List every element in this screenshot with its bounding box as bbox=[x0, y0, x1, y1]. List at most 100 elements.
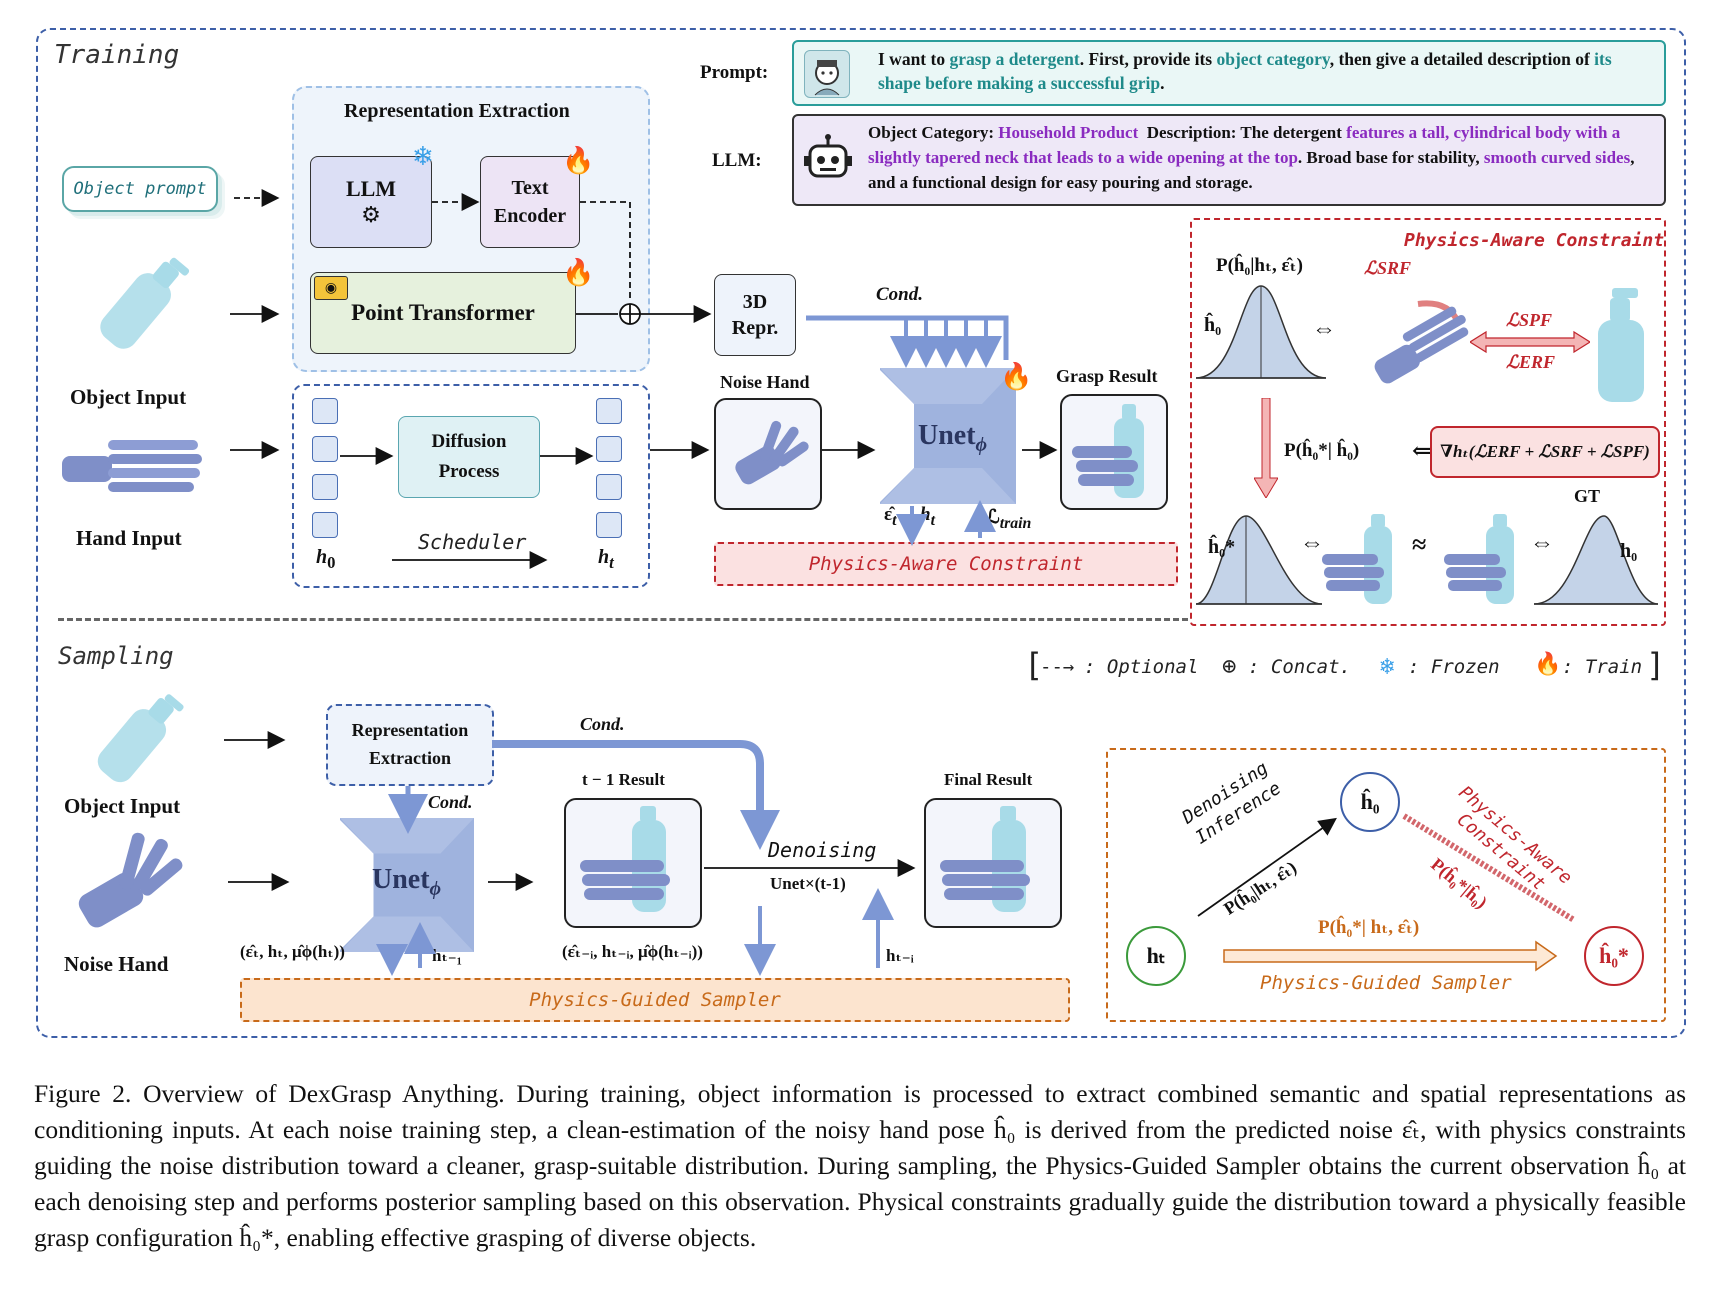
physics-panel-title: Physics-Aware Constraint bbox=[1404, 230, 1665, 251]
gaussian-top bbox=[1196, 285, 1326, 379]
llm-row-label: LLM: bbox=[712, 150, 762, 171]
noise-hand-label: Noise Hand bbox=[720, 372, 810, 392]
equiv-bottom-1: ⇔ bbox=[1300, 530, 1324, 556]
final-result-image bbox=[924, 798, 1062, 928]
llm-box: LLM ⚙ bbox=[310, 156, 432, 248]
sampling-title: Sampling bbox=[58, 642, 174, 670]
noise-hand-image bbox=[714, 398, 822, 510]
connectors bbox=[224, 189, 1576, 976]
sampling-noise-hand-label: Noise Hand bbox=[64, 952, 169, 976]
down-arrow bbox=[1254, 398, 1278, 498]
unet-shape bbox=[880, 368, 1016, 504]
bottle-icon bbox=[97, 694, 184, 783]
tuple-1: (ε̂ₜ, hₜ, μ̂ϕ(hₜ)) bbox=[240, 942, 345, 961]
token bbox=[312, 436, 338, 462]
grasp-result-image bbox=[1060, 394, 1168, 510]
frozen-icon: ❄ bbox=[1380, 652, 1395, 680]
l-spf: ℒSPF bbox=[1506, 310, 1552, 330]
noise-hand-icon bbox=[78, 832, 183, 928]
t1-result-image bbox=[564, 798, 702, 928]
pac-bar: Physics-Aware Constraint bbox=[714, 542, 1178, 586]
prompt-label: Prompt: bbox=[700, 62, 769, 83]
equiv-bottom-2: ⇔ bbox=[1530, 530, 1554, 556]
pgs-label: Physics-Guided Sampler bbox=[1260, 972, 1512, 994]
h0hat-circle: ĥ₀ bbox=[1340, 772, 1400, 832]
h0star-bottom: ĥ₀* bbox=[1208, 536, 1236, 558]
token bbox=[312, 474, 338, 500]
text-encoder-box: Text Encoder bbox=[480, 156, 580, 248]
gt-label: GT bbox=[1574, 486, 1601, 506]
robot-icon bbox=[802, 132, 854, 186]
token bbox=[312, 512, 338, 538]
equiv-top: ⇔ bbox=[1312, 316, 1336, 342]
sampling-object-input-label: Object Input bbox=[64, 794, 181, 818]
hand-icon bbox=[62, 440, 202, 492]
unet-label: Unetϕ bbox=[918, 420, 988, 456]
pgs-bar-label: Physics-Guided Sampler bbox=[529, 989, 781, 1011]
double-arrow bbox=[1470, 330, 1590, 354]
repr-box: 3D Repr. bbox=[714, 274, 796, 356]
fire-icon: 🔥 bbox=[1534, 652, 1562, 677]
sampling-unet-label: Unetϕ bbox=[372, 864, 442, 900]
rep-extraction-title: Representation Extraction bbox=[344, 100, 570, 122]
legend-concat: : Concat. bbox=[1248, 656, 1351, 678]
sampling-cond-top: Cond. bbox=[580, 714, 625, 734]
token bbox=[596, 512, 622, 538]
gradient-box: ∇hₜ(ℒERF + ℒSRF + ℒSPF) bbox=[1430, 426, 1660, 478]
h0star-circle: ĥ₀* bbox=[1584, 926, 1644, 986]
object-prompt-card: Object prompt bbox=[62, 166, 218, 212]
scheduler-label: Scheduler bbox=[418, 530, 527, 554]
gradient-label: ∇hₜ(ℒERF + ℒSRF + ℒSPF) bbox=[1440, 442, 1650, 461]
object-prompt-label: Object prompt bbox=[73, 179, 207, 199]
figure-frame bbox=[36, 28, 1686, 1038]
posterior-mid: P(ĥ₀*| ĥ₀) bbox=[1284, 440, 1360, 461]
approx: ≈ bbox=[1412, 530, 1427, 559]
bottle-icon bbox=[100, 257, 190, 349]
sampling-unet-shape bbox=[340, 818, 474, 952]
llm-response-text: Object Category: Household Product Descr… bbox=[868, 123, 1635, 192]
diffusion-process-box: Diffusion Process bbox=[398, 416, 540, 498]
legend-frozen: : Frozen bbox=[1408, 656, 1500, 678]
grasp-result-label: Grasp Result bbox=[1056, 366, 1158, 386]
l-srf: ℒSRF bbox=[1364, 258, 1411, 278]
pac-bar-label: Physics-Aware Constraint bbox=[808, 553, 1084, 575]
token bbox=[596, 474, 622, 500]
fire-icon: 🔥 bbox=[562, 146, 595, 176]
unet-times-label: Unet×(t-1) bbox=[770, 874, 846, 893]
legend-optional: : Optional bbox=[1084, 656, 1199, 678]
l-erf: ℒERF bbox=[1506, 352, 1555, 372]
token bbox=[596, 398, 622, 424]
grasp-icon bbox=[1322, 514, 1392, 604]
tuple-2: (ε̂ₜ₋ᵢ, hₜ₋ᵢ, μ̂ϕ(hₜ₋ᵢ)) bbox=[562, 942, 703, 961]
prompt-box: I want to grasp a detergent. First, prov… bbox=[792, 40, 1666, 106]
h0-label: h0 bbox=[316, 546, 336, 572]
ht-circle: hₜ bbox=[1126, 926, 1186, 986]
sampler-panel bbox=[1106, 748, 1666, 1022]
figure-caption: Figure 2. Overview of DexGrasp Anything.… bbox=[34, 1079, 1686, 1252]
openai-icon: ⚙ bbox=[361, 202, 381, 227]
concat-icon: ⊕ bbox=[1222, 652, 1237, 680]
hand-input-label: Hand Input bbox=[76, 526, 182, 550]
legend-bracket-left: [ bbox=[1024, 646, 1044, 684]
hand-icon bbox=[1374, 300, 1469, 384]
frozen-icon: ❄ bbox=[412, 142, 434, 172]
sampling-cond-left: Cond. bbox=[428, 792, 473, 812]
training-title: Training bbox=[54, 40, 180, 70]
eye-icon: ◉ bbox=[314, 276, 348, 300]
ht-label: ht bbox=[598, 546, 614, 572]
section-divider bbox=[58, 618, 1188, 621]
denoising-label: Denoising bbox=[768, 838, 877, 862]
llm-response-box: Object Category: Household Product Descr… bbox=[792, 114, 1666, 206]
legend: [ --→ : Optional ⊕ : Concat. ❄ : Frozen … bbox=[1024, 646, 1665, 690]
bottle-icon bbox=[1598, 288, 1644, 402]
h0-gt: h₀ bbox=[1620, 540, 1638, 562]
legend-bracket-right: ] bbox=[1646, 646, 1666, 684]
prompt-text: I want to grasp a detergent. First, prov… bbox=[878, 49, 1612, 93]
fire-icon: 🔥 bbox=[1000, 362, 1033, 392]
posterior-top: P(ĥ₀|hₜ, ε̂ₜ) bbox=[1216, 255, 1303, 276]
fire-icon: 🔥 bbox=[562, 258, 595, 288]
h-t-minus-1: hₜ₋₁ bbox=[432, 946, 462, 965]
grasp-icon bbox=[1444, 514, 1514, 604]
t1-result-label: t − 1 Result bbox=[582, 770, 665, 789]
